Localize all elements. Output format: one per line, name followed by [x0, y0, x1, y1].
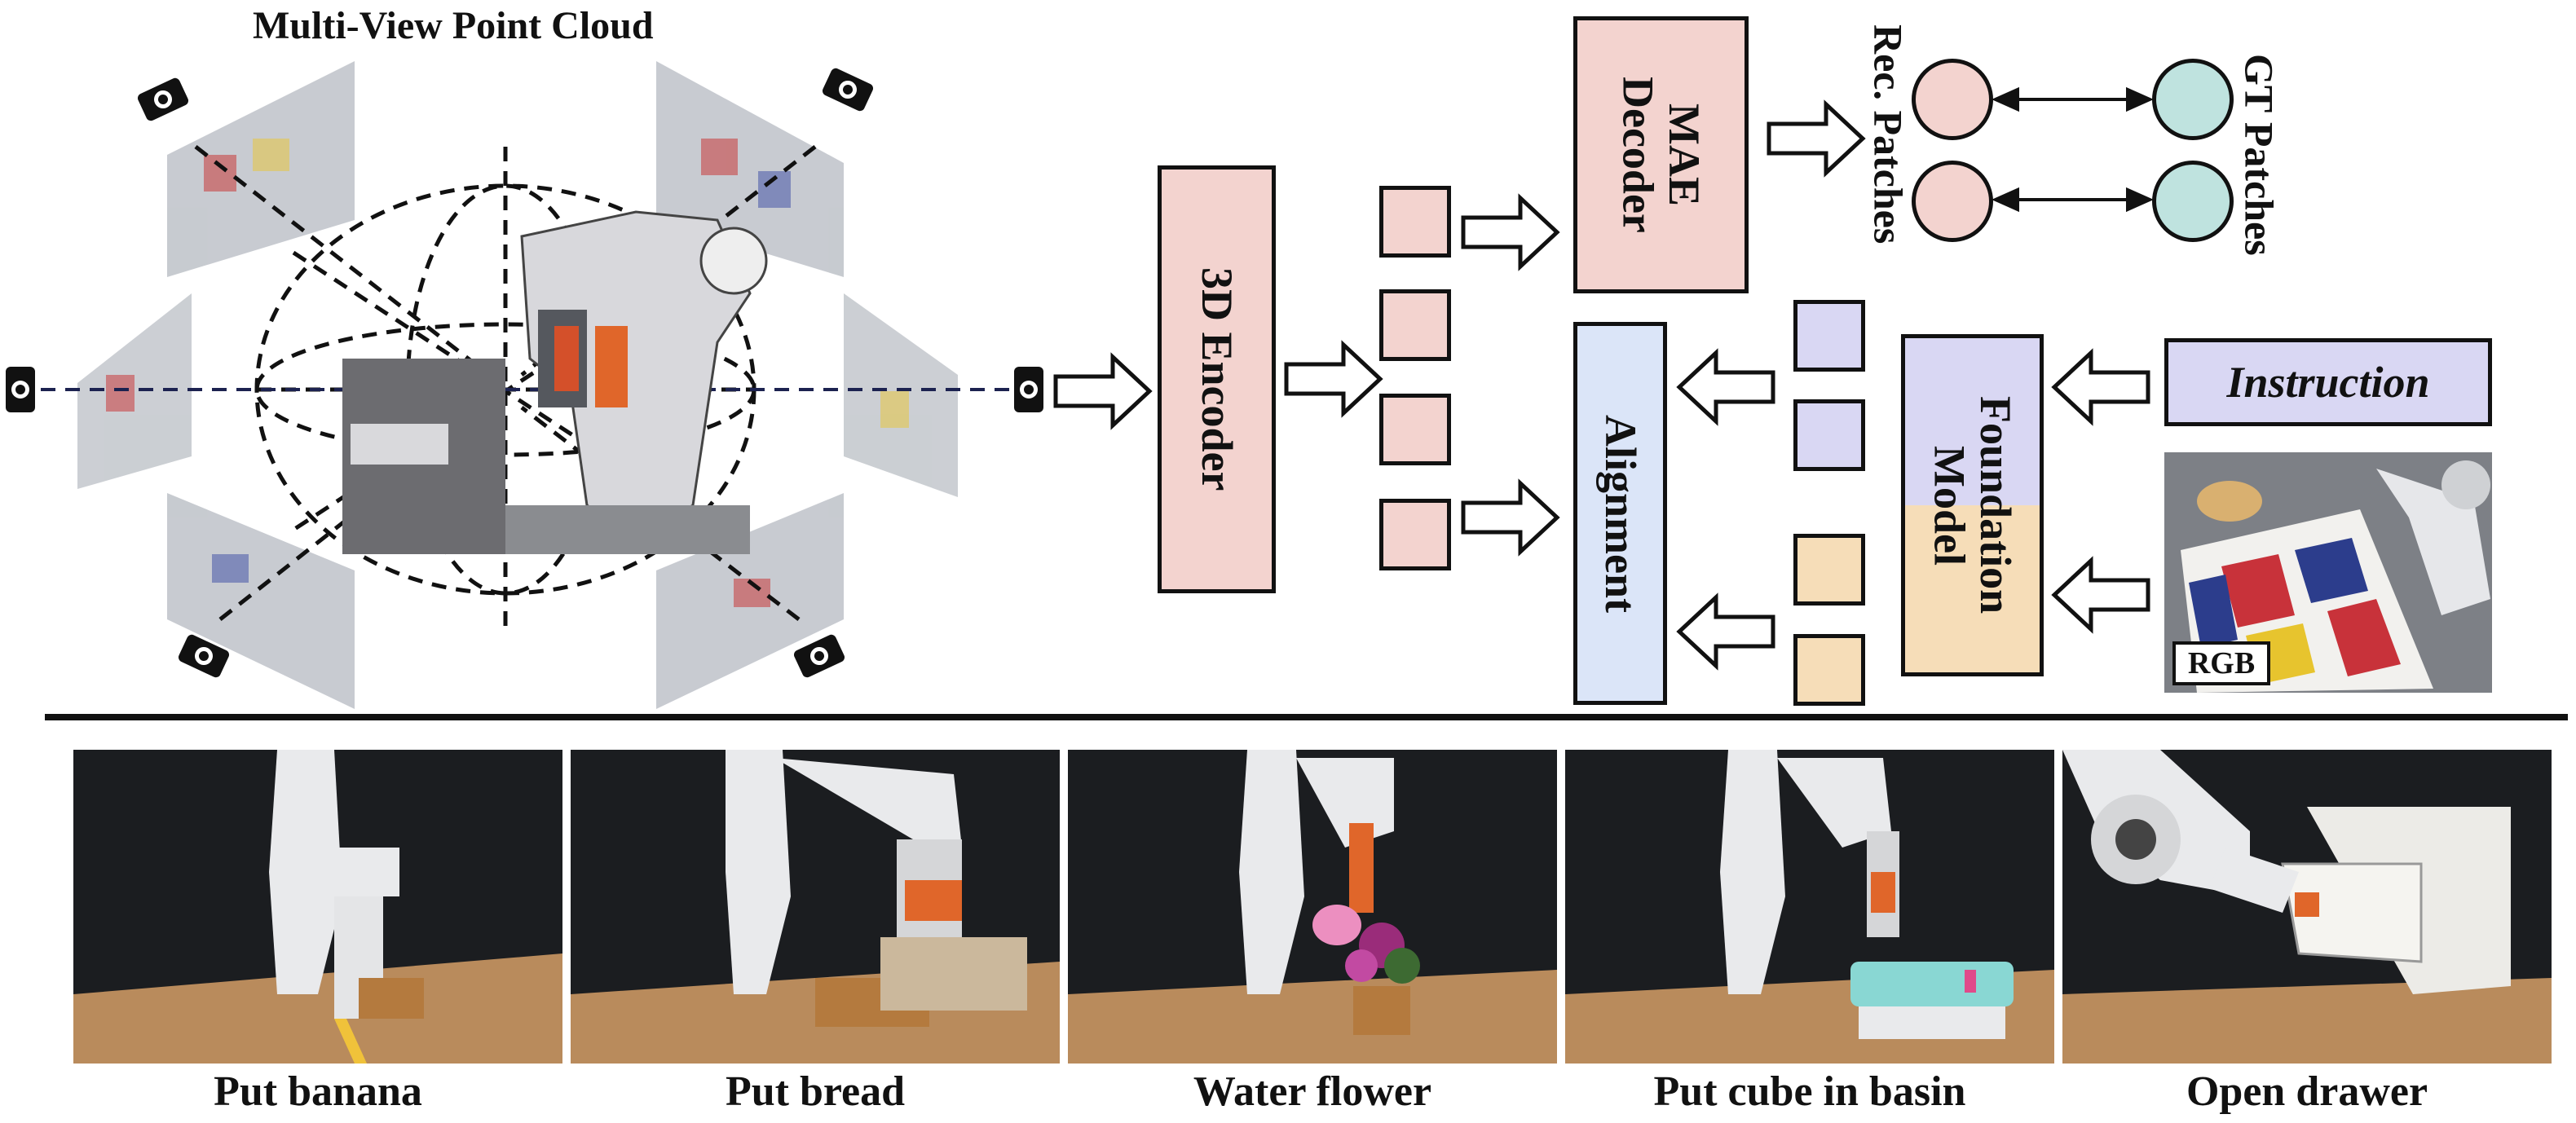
multi-view-point-cloud-figure — [6, 61, 1043, 709]
camera-icon — [1014, 367, 1043, 412]
alignment-block: Alignment — [1573, 322, 1667, 705]
camera-icon — [6, 367, 35, 412]
mae-decoder-label: MAE Decoder — [1613, 77, 1709, 233]
alignment-label: Alignment — [1595, 414, 1645, 613]
gt-patch-circle — [2152, 59, 2234, 140]
point-cloud-title: Multi-View Point Cloud — [253, 4, 654, 47]
rec-patches-label: Rec. Patches — [1865, 24, 1912, 244]
task-photo-put-cube-in-basin — [1565, 750, 2054, 1064]
foundation-model-label: Foundation Model — [1925, 396, 2021, 614]
arrow-to-alignment — [1463, 483, 1557, 552]
task-photo-put-banana — [73, 750, 562, 1064]
gt-patch-circle — [2152, 161, 2234, 242]
arrow-to-encoder — [1056, 357, 1149, 425]
task-photo-put-bread — [571, 750, 1060, 1064]
arrows-layer — [0, 86, 2154, 717]
task-photo-open-drawer — [2062, 750, 2552, 1064]
camera-icon — [822, 68, 874, 112]
encoder-token — [1379, 499, 1451, 570]
rec-patch-circle — [1912, 59, 1993, 140]
3d-encoder-label: 3D Encoder — [1192, 267, 1242, 491]
camera-icon — [178, 634, 230, 678]
task-caption-put-banana: Put banana — [214, 1068, 422, 1115]
gt-patches-label: GT Patches — [2236, 54, 2283, 256]
arrow-rgb-to-model — [2054, 561, 2148, 629]
encoder-token — [1379, 289, 1451, 361]
foundation-model-block: Foundation Model — [1901, 334, 2044, 676]
arrow-to-tokens — [1286, 345, 1380, 413]
rgb-image: RGB — [2164, 452, 2492, 693]
task-caption-put-bread: Put bread — [725, 1068, 906, 1115]
arrow-to-decoder — [1463, 198, 1557, 266]
text-token — [1793, 300, 1865, 372]
arrow-to-rec-patches — [1769, 104, 1863, 173]
view-plane-bottom-left — [167, 493, 355, 709]
task-photo-water-flower — [1068, 750, 1557, 1064]
rgb-label: RGB — [2187, 646, 2256, 680]
rgb-label-box: RGB — [2172, 641, 2270, 685]
text-token — [1793, 399, 1865, 471]
section-divider — [45, 714, 2568, 720]
image-token — [1793, 634, 1865, 706]
encoder-token — [1379, 394, 1451, 465]
task-caption-open-drawer: Open drawer — [2186, 1068, 2428, 1115]
task-caption-water-flower: Water flower — [1193, 1068, 1432, 1115]
camera-icon — [137, 77, 189, 121]
mae-decoder-block: MAE Decoder — [1573, 16, 1749, 293]
camera-icon — [793, 634, 845, 678]
task-caption-put-cube-in-basin: Put cube in basin — [1653, 1068, 1966, 1115]
instruction-label: Instruction — [2226, 358, 2430, 407]
image-token — [1793, 534, 1865, 606]
3d-encoder-block: 3D Encoder — [1158, 165, 1276, 593]
arrow-tan-to-alignment — [1679, 597, 1773, 666]
arrow-lav-to-alignment — [1679, 353, 1773, 421]
encoder-token — [1379, 186, 1451, 258]
arrow-instruction-to-model — [2054, 353, 2148, 421]
instruction-block: Instruction — [2164, 338, 2492, 426]
rec-patch-circle — [1912, 161, 1993, 242]
